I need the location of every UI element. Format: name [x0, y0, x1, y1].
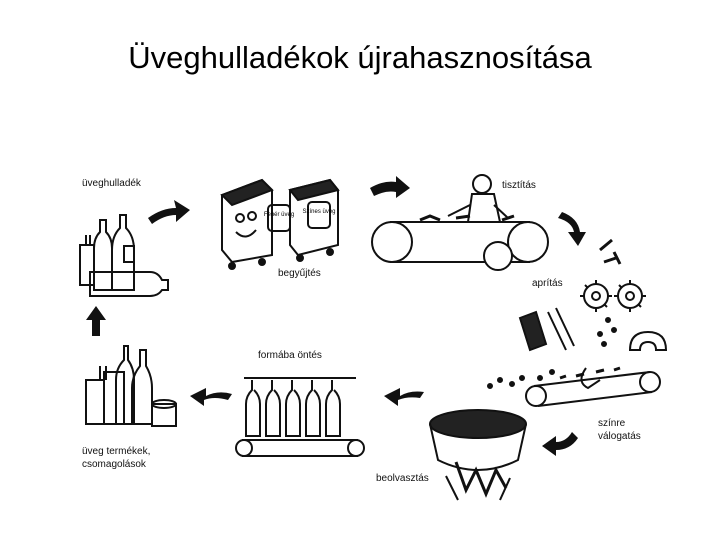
arrow-icon: [542, 432, 578, 456]
arrow-icon: [558, 212, 586, 246]
arrow-icon: [384, 388, 424, 406]
crushing-gears-illustration: [520, 240, 646, 388]
glass-waste-bottles-illustration: [80, 215, 168, 296]
recycling-containers-illustration: [222, 180, 338, 269]
arrow-icon: [86, 306, 106, 336]
arrow-icon: [148, 200, 190, 224]
sorting-conveyor-illustration: [526, 332, 666, 406]
container-label-color: Színes üveg: [302, 209, 335, 215]
container-label-white: Fehér üveg: [264, 212, 294, 218]
molding-conveyor-illustration: [236, 378, 364, 456]
arrow-icon: [190, 388, 232, 406]
arrow-icon: [370, 176, 410, 198]
melting-furnace-illustration: [430, 376, 526, 500]
glass-products-illustration: [86, 346, 176, 426]
